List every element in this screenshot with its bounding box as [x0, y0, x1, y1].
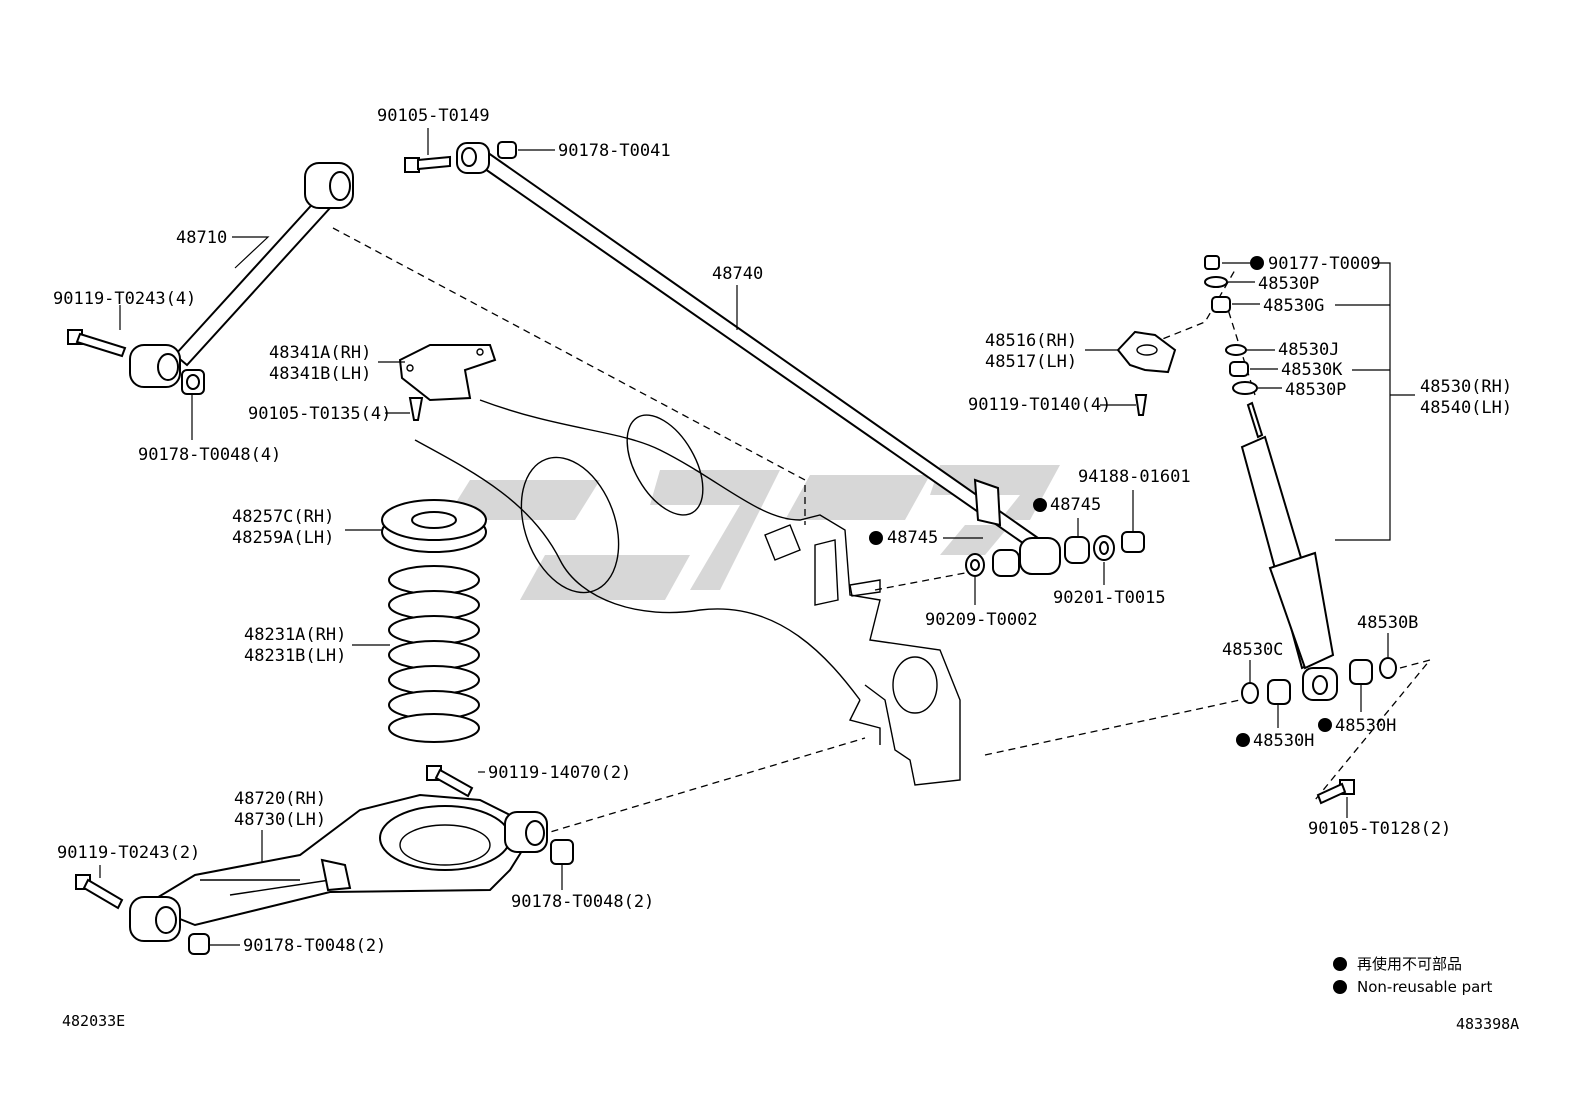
upper-arm-48710 [129, 162, 354, 388]
lower-arm-48720 [129, 793, 548, 942]
bolt-90119-14070 [426, 765, 474, 798]
legend-japanese: 再使用不可部品 [1357, 955, 1462, 973]
label-48530-RH: 48530(RH) [1420, 377, 1512, 397]
legend-dot-icon [1333, 957, 1347, 971]
shock-lower-bushings [1241, 657, 1397, 805]
label-48530J: 48530J [1278, 340, 1339, 360]
legend-dot-icon [1333, 980, 1347, 994]
legend-english: Non-reusable part [1357, 978, 1492, 996]
label-48530P-top: 48530P [1258, 274, 1319, 294]
label-48257C: 48257C(RH) [232, 507, 334, 527]
nonreusable-dot [1250, 256, 1264, 270]
bolt-90119-T0243-4 [67, 329, 127, 358]
label-94188-01601: 94188-01601 [1078, 467, 1191, 487]
label-90178-T0048-2-right: 90178-T0048(2) [511, 892, 654, 912]
footer-left-code: 482033E [62, 1012, 125, 1030]
bump-stopper-48341 [398, 344, 497, 421]
nut-90178-T0041 [497, 141, 517, 159]
footer-right-code: 483398A [1456, 1015, 1519, 1033]
label-48540-LH: 48540(LH) [1420, 398, 1512, 418]
lateral-rod-bushings [965, 531, 1145, 577]
label-48259A: 48259A(LH) [232, 528, 334, 548]
part-labels: 90105-T0149 90178-T0041 48710 48740 9011… [53, 106, 1512, 956]
label-90201-T0015: 90201-T0015 [1053, 588, 1166, 608]
label-48231A: 48231A(RH) [244, 625, 346, 645]
leader-lines [99, 128, 1415, 946]
label-48530G: 48530G [1263, 296, 1324, 316]
label-48710: 48710 [176, 228, 227, 248]
nonreusable-dot [1033, 498, 1047, 512]
label-90119-T0140-4: 90119-T0140(4) [968, 395, 1111, 415]
label-48530K: 48530K [1281, 360, 1343, 380]
label-48517: 48517(LH) [985, 352, 1077, 372]
non-reusable-markers [869, 256, 1332, 747]
label-90119-14070-2: 90119-14070(2) [488, 763, 631, 783]
spring-seat-48257 [381, 499, 487, 553]
nonreusable-dot [869, 531, 883, 545]
nut-90178-T0048-4 [181, 369, 205, 395]
label-48530P-bottom: 48530P [1285, 380, 1346, 400]
label-90178-T0048-4: 90178-T0048(4) [138, 445, 281, 465]
label-90105-T0135-4: 90105-T0135(4) [248, 404, 391, 424]
coil-spring-48231 [388, 565, 480, 743]
label-48530H-right: 48530H [1335, 716, 1396, 736]
label-48530H-left: 48530H [1253, 731, 1314, 751]
label-48516: 48516(RH) [985, 331, 1077, 351]
label-90178-T0041: 90178-T0041 [558, 141, 671, 161]
legend: 再使用不可部品 Non-reusable part [1333, 955, 1492, 996]
label-90119-T0243-4: 90119-T0243(4) [53, 289, 196, 309]
nonreusable-dot [1318, 718, 1332, 732]
label-90105-T0149: 90105-T0149 [377, 106, 490, 126]
bolt-90119-T0243-2 [75, 874, 124, 910]
label-90177-T0009: 90177-T0009 [1268, 254, 1381, 274]
shock-top-hardware [1204, 255, 1258, 395]
watermark-logo [445, 465, 1060, 600]
label-48745-left: 48745 [887, 528, 938, 548]
label-90105-T0128-2: 90105-T0128(2) [1308, 819, 1451, 839]
label-48530C: 48530C [1222, 640, 1283, 660]
nonreusable-dot [1236, 733, 1250, 747]
label-48745-right: 48745 [1050, 495, 1101, 515]
label-48730: 48730(LH) [234, 810, 326, 830]
lateral-rod-48740 [456, 142, 1061, 575]
label-48720: 48720(RH) [234, 789, 326, 809]
shock-absorber-48530 [1240, 401, 1338, 701]
label-48341B: 48341B(LH) [269, 364, 371, 384]
label-90209-T0002: 90209-T0002 [925, 610, 1038, 630]
rear-axle-housing [414, 399, 961, 786]
nut-90178-T0048-lower [188, 839, 574, 955]
label-90178-T0048-2-left: 90178-T0048(2) [243, 936, 386, 956]
label-48231B: 48231B(LH) [244, 646, 346, 666]
label-48341A: 48341A(RH) [269, 343, 371, 363]
shock-mount-48516 [1116, 330, 1177, 416]
label-48530B: 48530B [1357, 613, 1418, 633]
label-90119-T0243-2: 90119-T0243(2) [57, 843, 200, 863]
label-48740: 48740 [712, 264, 763, 284]
bolt-90105-T0149 [404, 155, 451, 173]
